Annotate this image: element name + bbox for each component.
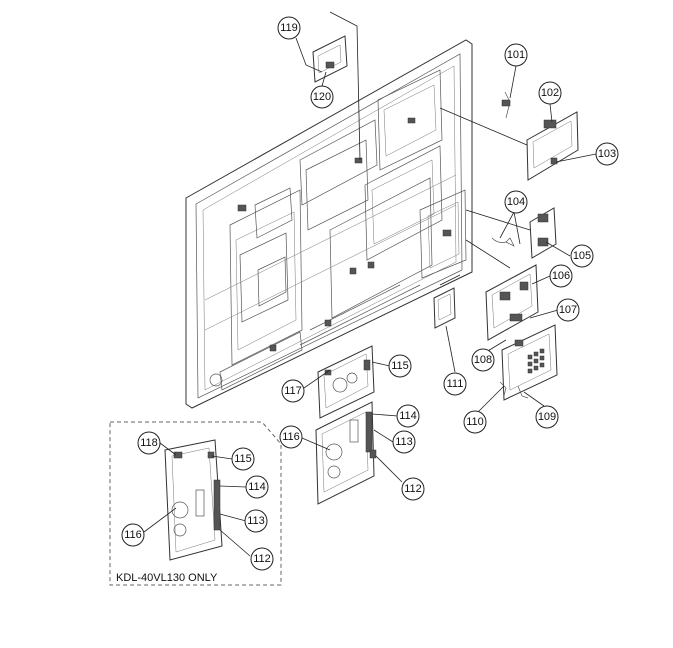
svg-text:113: 113 <box>395 436 413 448</box>
inset-note-label: KDL-40VL130 ONLY <box>116 572 218 584</box>
callout-101: 101 <box>504 43 528 67</box>
tv-rear-chassis <box>185 39 473 409</box>
svg-text:103: 103 <box>598 148 616 160</box>
board-102 <box>439 107 579 181</box>
callout-119: 119 <box>277 16 301 40</box>
callout-107: 107 <box>556 298 580 322</box>
svg-text:109: 109 <box>538 411 556 423</box>
callout-118: 118 <box>137 431 161 455</box>
callout-115-inset: 115 <box>231 447 255 471</box>
svg-text:118: 118 <box>140 437 158 449</box>
connector-101 <box>501 91 511 119</box>
svg-text:114: 114 <box>248 481 266 493</box>
svg-text:107: 107 <box>559 304 577 316</box>
callout-110: 110 <box>463 410 487 434</box>
callout-109: 109 <box>535 405 559 429</box>
svg-text:117: 117 <box>284 385 302 397</box>
callout-113: 113 <box>392 430 416 454</box>
svg-text:105: 105 <box>573 250 591 262</box>
callout-115: 115 <box>388 354 412 378</box>
callout-105: 105 <box>570 244 594 268</box>
inset-box: KDL-40VL130 ONLY <box>109 421 282 586</box>
callout-117: 117 <box>281 379 305 403</box>
leader-lines <box>143 37 597 557</box>
svg-text:115: 115 <box>234 453 252 465</box>
svg-text:101: 101 <box>507 49 525 61</box>
svg-text:108: 108 <box>474 354 492 366</box>
svg-text:106: 106 <box>552 270 570 282</box>
callout-116-inset: 116 <box>121 523 145 547</box>
svg-text:112: 112 <box>404 483 422 495</box>
svg-text:115: 115 <box>391 360 409 372</box>
svg-text:116: 116 <box>124 529 142 541</box>
callout-103: 103 <box>595 142 619 166</box>
power-board-upper <box>317 345 375 419</box>
svg-text:112: 112 <box>253 553 271 565</box>
callout-112: 112 <box>401 477 425 501</box>
callout-102: 102 <box>538 81 562 105</box>
main-board-106 <box>465 239 539 341</box>
bracket-111 <box>433 274 461 329</box>
callout-112-inset: 112 <box>250 547 274 571</box>
board-109 <box>499 324 558 401</box>
svg-text:116: 116 <box>282 431 300 443</box>
svg-text:113: 113 <box>247 515 265 527</box>
svg-text:104: 104 <box>507 196 525 208</box>
small-board-top <box>312 11 361 161</box>
callout-104: 104 <box>504 190 528 214</box>
callout-120: 120 <box>310 85 334 109</box>
callout-111: 111 <box>443 372 467 396</box>
callout-114: 114 <box>396 404 420 428</box>
power-board-lower <box>315 401 377 505</box>
callout-106: 106 <box>549 264 573 288</box>
svg-text:110: 110 <box>466 416 484 428</box>
callout-114-inset: 114 <box>245 475 269 499</box>
callout-108: 108 <box>471 348 495 372</box>
callout-113-inset: 113 <box>244 509 268 533</box>
svg-text:114: 114 <box>399 410 417 422</box>
board-105 <box>465 207 557 259</box>
svg-text:111: 111 <box>447 378 464 390</box>
callout-116: 116 <box>279 425 303 449</box>
svg-text:102: 102 <box>541 87 559 99</box>
svg-text:119: 119 <box>280 22 298 34</box>
svg-text:120: 120 <box>313 91 331 103</box>
